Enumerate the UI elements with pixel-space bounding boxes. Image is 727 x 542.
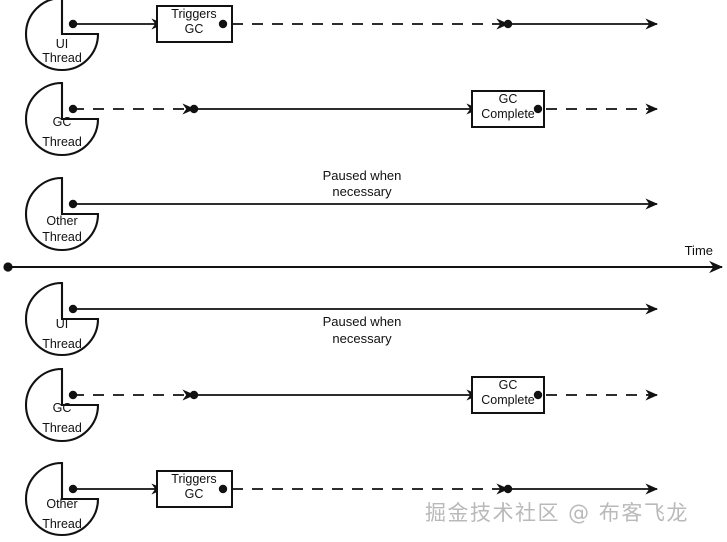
event-box-gc-complete [471,376,545,414]
watermark-text: 掘金技术社区 @ 布客飞龙 [425,501,689,525]
event-dot-box-exit [218,484,228,494]
pacman-icon [24,281,100,357]
thread-label-line1: UI [56,317,69,331]
event-box-label-line2: GC [185,22,204,36]
thread-badge-top-gc: GC Thread [24,81,100,157]
event-box-gc-complete [471,90,545,128]
row-top-ui: UI Thread Triggers GC [24,0,659,72]
pacman-icon [24,81,100,157]
event-box-label-line1: GC [499,378,518,392]
thread-label-line2: Thread [42,230,82,244]
row-bottom-ui: UI Thread Paused when necessary [24,281,659,357]
thread-label-line1: GC [53,401,72,415]
row-bottom-other: Other Thread Triggers GC [24,461,659,537]
pacman-icon [24,176,100,252]
pacman-icon [24,461,100,537]
row-top-other: Other Thread Paused when necessary [24,168,659,252]
thread-badge-bottom-ui: UI Thread [24,281,100,357]
pacman-icon [24,0,100,72]
pacman-icon [24,367,100,443]
thread-label-line2: Thread [42,517,82,531]
thread-badge-bottom-other: Other Thread [24,461,100,537]
row-top-gc: GC Thread GC Complete [24,81,659,157]
thread-label-line2: Thread [42,337,82,351]
annotation-label-line1: Paused when [323,314,402,329]
thread-badge-bottom-gc: GC Thread [24,367,100,443]
thread-label-line2: Thread [42,421,82,435]
thread-label-line2: Thread [42,135,82,149]
thread-label-line1: GC [53,115,72,129]
annotation-label-line1: Paused when [323,168,402,183]
annotation-label-line2: necessary [332,331,392,346]
event-dot-box-exit [533,104,543,114]
event-box-label-line1: GC [499,92,518,106]
event-dot-box-exit [218,19,228,29]
annotation-label-line2: necessary [332,184,392,199]
row-bottom-gc: GC Thread GC Complete [24,367,659,443]
event-box-label-line1: Triggers [171,472,216,486]
thread-badge-top-other: Other Thread [24,176,100,252]
event-box-label-line2: Complete [481,107,535,121]
thread-label-line2: Thread [42,51,82,65]
event-dot-box-exit [533,390,543,400]
thread-label-line1: Other [46,497,77,511]
event-box-label-line2: GC [185,487,204,501]
event-box-label-line1: Triggers [171,7,216,21]
thread-label-line1: UI [56,37,69,51]
event-box-label-line2: Complete [481,393,535,407]
thread-label-line1: Other [46,214,77,228]
time-axis-label: Time [685,243,713,258]
event-dot-start [68,19,78,29]
thread-badge-top-ui: UI Thread [24,0,100,72]
time-axis: Time [3,243,724,274]
